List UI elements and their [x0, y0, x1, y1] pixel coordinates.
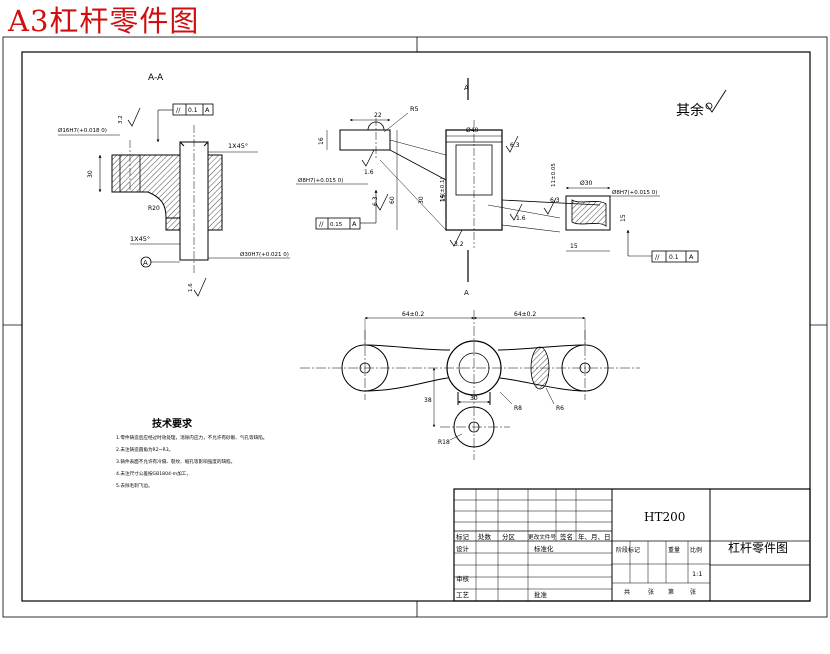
plan-view: 64±0.2 64±0.2 38 30 R8 R6 R18: [300, 310, 640, 460]
tech-requirements-title: 技术要求: [152, 419, 192, 430]
title-block-text: HT200 杠杆零件图 标记 处数 分区 更改文件号 签名 年、月、日 设计 标…: [456, 510, 788, 599]
dim-r6: R6: [556, 405, 564, 412]
tb-ratio: 比例: [690, 546, 702, 554]
tb-review: 审核: [456, 574, 470, 583]
view-marker-a-top: A: [464, 84, 469, 92]
roughness-r6: 3.2: [454, 241, 464, 248]
dim-span-left: 64±0.2: [402, 311, 424, 318]
roughness-r1: 3.2: [118, 115, 124, 124]
svg-text:0.15: 0.15: [330, 222, 343, 228]
roughness-r3: 1.6: [364, 169, 374, 176]
roughness-r4: 6.3: [372, 196, 379, 206]
tb-approve: 批准: [534, 590, 548, 599]
tb-design: 设计: [456, 544, 470, 553]
roughness-r8: 6.3: [550, 197, 560, 204]
dim-hole-mid: Ø8H7(+0.015 0): [298, 177, 343, 184]
surface-note: 其余: [676, 102, 704, 119]
svg-text:A: A: [689, 253, 694, 261]
tb-stage: 阶段标记: [616, 546, 640, 554]
svg-text:0.1: 0.1: [669, 254, 679, 261]
svg-text:A: A: [352, 220, 357, 228]
dim-11: 11±0.05: [551, 163, 557, 187]
tech-line-3: 3.铸件表面不允许有冷隔、裂纹、缩孔等影响强度的缺陷。: [116, 460, 236, 465]
section-view-a-a: A-A 30 Ø16H7(+0.018 0) R20 1X45° 1X45° Ø…: [58, 73, 290, 297]
tb-col-change: 更改文件号: [528, 533, 556, 541]
dim-span-right: 64±0.2: [514, 311, 536, 318]
dim-d30: 30: [418, 196, 425, 204]
dim-hole-left: Ø16H7(+0.018 0): [58, 127, 107, 134]
tolerance-frame-top: // 0.1 A: [156, 103, 214, 143]
tech-line-5: 5.去除毛刺飞边。: [116, 484, 153, 489]
dim-r18: R18: [438, 439, 450, 446]
dim-16: 16: [318, 137, 325, 145]
dim-22: 22: [374, 112, 382, 119]
sheet-border: [2, 36, 828, 618]
tb-weight: 重量: [668, 546, 680, 554]
dim-chamfer-top: 1X45°: [228, 142, 248, 150]
tb-col-count: 处数: [478, 532, 492, 541]
svg-text:0.1: 0.1: [188, 107, 198, 114]
tb-process: 工艺: [456, 591, 470, 599]
roughness-r7: 1.6: [516, 215, 526, 222]
tb-col-sign: 签名: [560, 532, 573, 541]
dim-left-height: 30: [87, 170, 94, 178]
dim-15c: 15: [570, 243, 578, 250]
main-view: A A 22 16 R5 Ø40 Ø8H7(+0.015 0) 60 30 14…: [296, 78, 727, 297]
tb-scale: 1:1: [692, 570, 702, 578]
tech-line-4: 4.未注尺寸公差按GB1804-m加工，: [116, 472, 191, 477]
roughness-r2: 1.6: [188, 283, 194, 292]
title-block: [453, 488, 811, 602]
tb-standard: 标准化: [534, 544, 554, 553]
drawing-header: A3杠杆零件图: [8, 4, 200, 38]
section-label: A-A: [148, 73, 164, 83]
tb-footer-total: 共: [624, 588, 630, 596]
dim-d30d: 30: [470, 395, 478, 402]
svg-text:A: A: [205, 106, 210, 114]
dim-15b: 15: [620, 214, 627, 222]
dim-r8: R8: [514, 405, 522, 412]
dim-hole-bottom: Ø30H7(+0.021 0): [240, 251, 289, 258]
svg-text://: //: [655, 253, 660, 261]
dim-fillet-left: R20: [148, 205, 160, 212]
dim-15a: 15: [440, 194, 447, 202]
tech-line-1: 1.零件铸造后应经过时效处理，消除内应力，不允许有砂眼、气孔等缺陷。: [116, 436, 268, 441]
tb-col-date: 年、月、日: [578, 532, 611, 541]
part-name: 杠杆零件图: [728, 540, 788, 555]
tolerance-frame-right: // 0.1 A: [626, 229, 699, 263]
tb-col-mark: 标记: [456, 532, 470, 541]
view-marker-a-bottom: A: [464, 289, 469, 297]
dim-14: 14(±0.1): [440, 177, 446, 202]
datum-a: A: [143, 259, 148, 267]
tb-footer-no: 第: [668, 588, 674, 596]
dim-chamfer-bottom: 1X45°: [130, 235, 150, 243]
roughness-r5: 6.3: [510, 142, 520, 149]
dim-d30c: Ø30: [580, 180, 593, 187]
dim-hole-right: Ø8H7(+0.015 0): [612, 189, 657, 196]
tech-line-2: 2.未注铸造圆角为R2~R3。: [116, 448, 174, 453]
tb-footer-sheet1: 张: [648, 588, 654, 596]
tb-col-zone: 分区: [502, 532, 516, 541]
material: HT200: [644, 510, 685, 524]
tolerance-frame-mid: // 0.15 A: [315, 189, 378, 230]
tb-footer-sheet2: 张: [690, 588, 696, 596]
dim-d40: Ø40: [466, 127, 479, 134]
dim-38: 38: [424, 397, 432, 404]
svg-text://: //: [176, 106, 181, 114]
dim-r5: R5: [410, 105, 419, 113]
dim-60: 60: [389, 196, 396, 204]
svg-text://: //: [319, 220, 324, 228]
